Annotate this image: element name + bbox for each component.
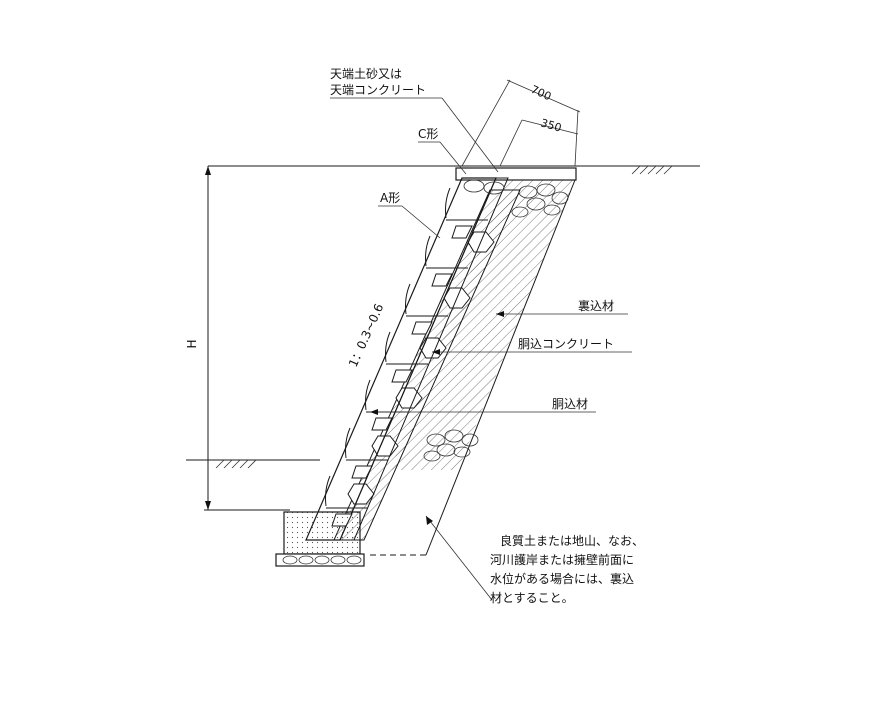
leader-core-concrete: 胴込コンクリート	[432, 337, 632, 355]
backfill-cobbles-bottom	[423, 429, 479, 462]
ground-line-top	[208, 165, 700, 175]
note-line-4: 材とすること。	[490, 591, 574, 605]
height-dimension: H	[185, 166, 290, 511]
label-core-material: 胴込材	[552, 397, 588, 411]
note-line-3: 水位がある場合には、裏込	[490, 571, 634, 586]
label-c-type: C形	[418, 127, 438, 141]
note-line-2: 河川護岸または擁壁前面に	[490, 552, 634, 567]
leader-backfill: 裏込材	[496, 298, 628, 317]
leader-c-type: C形	[418, 127, 467, 175]
label-a-type: A形	[380, 191, 400, 205]
label-core-concrete: 胴込コンクリート	[518, 337, 614, 351]
core-concrete-band	[333, 189, 521, 541]
footing	[275, 511, 365, 567]
note-line-1: 良質土または地山、なお、	[500, 533, 644, 548]
backfill-zone	[366, 179, 576, 556]
leader-crown: 天端土砂又は 天端コンクリート	[330, 67, 499, 173]
dim-350: 350	[539, 116, 563, 134]
leader-note: 良質土または地山、なお、 河川護岸または擁壁前面に 水位がある場合には、裏込 材…	[425, 515, 644, 605]
width-dimensions: 700 350	[461, 79, 581, 167]
backfill-cobbles-top	[511, 183, 569, 218]
ground-line-bottom	[186, 459, 320, 469]
label-backfill: 裏込材	[578, 298, 614, 313]
label-crown-bottom: 天端コンクリート	[330, 83, 426, 97]
leader-a-type: A形	[378, 191, 441, 239]
height-label: H	[185, 339, 199, 348]
label-crown-top: 天端土砂又は	[330, 67, 402, 81]
leader-core-material: 胴込材	[370, 397, 596, 415]
slope-ratio: 1：0.3~0.6	[346, 302, 386, 370]
dim-700: 700	[529, 83, 553, 103]
